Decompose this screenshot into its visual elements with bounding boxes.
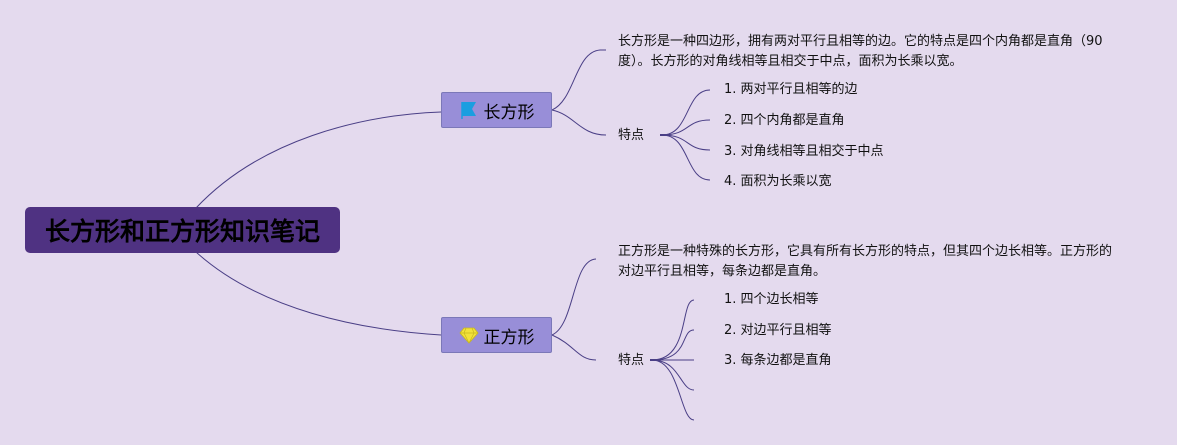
connector-rect-desc [551, 49, 606, 111]
connector-rect-feature [661, 119, 711, 136]
rectangle-features-label[interactable]: 特点 [618, 128, 645, 143]
connector-square-feature [651, 299, 695, 361]
square-feature[interactable]: 3. 每条边都是直角 [724, 353, 832, 368]
root-title: 长方形和正方形知识笔记 [44, 217, 320, 246]
square-description[interactable]: 正方形是一种特殊的长方形，它具有所有长方形的特点，但其四个边长相等。正方形的对边… [618, 244, 1113, 279]
rectangle-feature[interactable]: 1. 两对平行且相等的边 [724, 82, 858, 97]
connector-root-square [195, 251, 442, 336]
topic-label: 长方形 [483, 102, 535, 123]
connector-square-desc [551, 258, 597, 336]
connector-rect-feature [661, 134, 711, 181]
diamond-icon [458, 327, 479, 344]
rectangle-description[interactable]: 长方形是一种四边形，拥有两对平行且相等的边。它的特点是四个内角都是直角（90度）… [618, 34, 1103, 69]
connector-square-feature [651, 359, 695, 421]
connector-rect-feature [661, 134, 711, 151]
connector-square-feature [651, 329, 695, 361]
root-topic[interactable]: 长方形和正方形知识笔记 [25, 207, 340, 253]
topic-label: 正方形 [483, 327, 535, 348]
connector-rect-feature [661, 89, 711, 136]
connector-square-features [551, 334, 597, 361]
rectangle-feature[interactable]: 2. 四个内角都是直角 [724, 113, 845, 128]
rectangle-feature[interactable]: 3. 对角线相等且相交于中点 [724, 144, 884, 159]
connector-root-rect [195, 111, 442, 209]
connector-square-feature [651, 359, 695, 391]
topic-rectangle[interactable]: 长方形 [441, 92, 552, 128]
rectangle-feature[interactable]: 4. 面积为长乘以宽 [724, 174, 832, 189]
square-feature[interactable]: 1. 四个边长相等 [724, 292, 819, 307]
square-features-label[interactable]: 特点 [618, 353, 645, 368]
connector-rect-features [551, 109, 607, 136]
flag-icon [460, 102, 476, 119]
topic-square[interactable]: 正方形 [441, 317, 552, 353]
square-feature[interactable]: 2. 对边平行且相等 [724, 323, 832, 338]
